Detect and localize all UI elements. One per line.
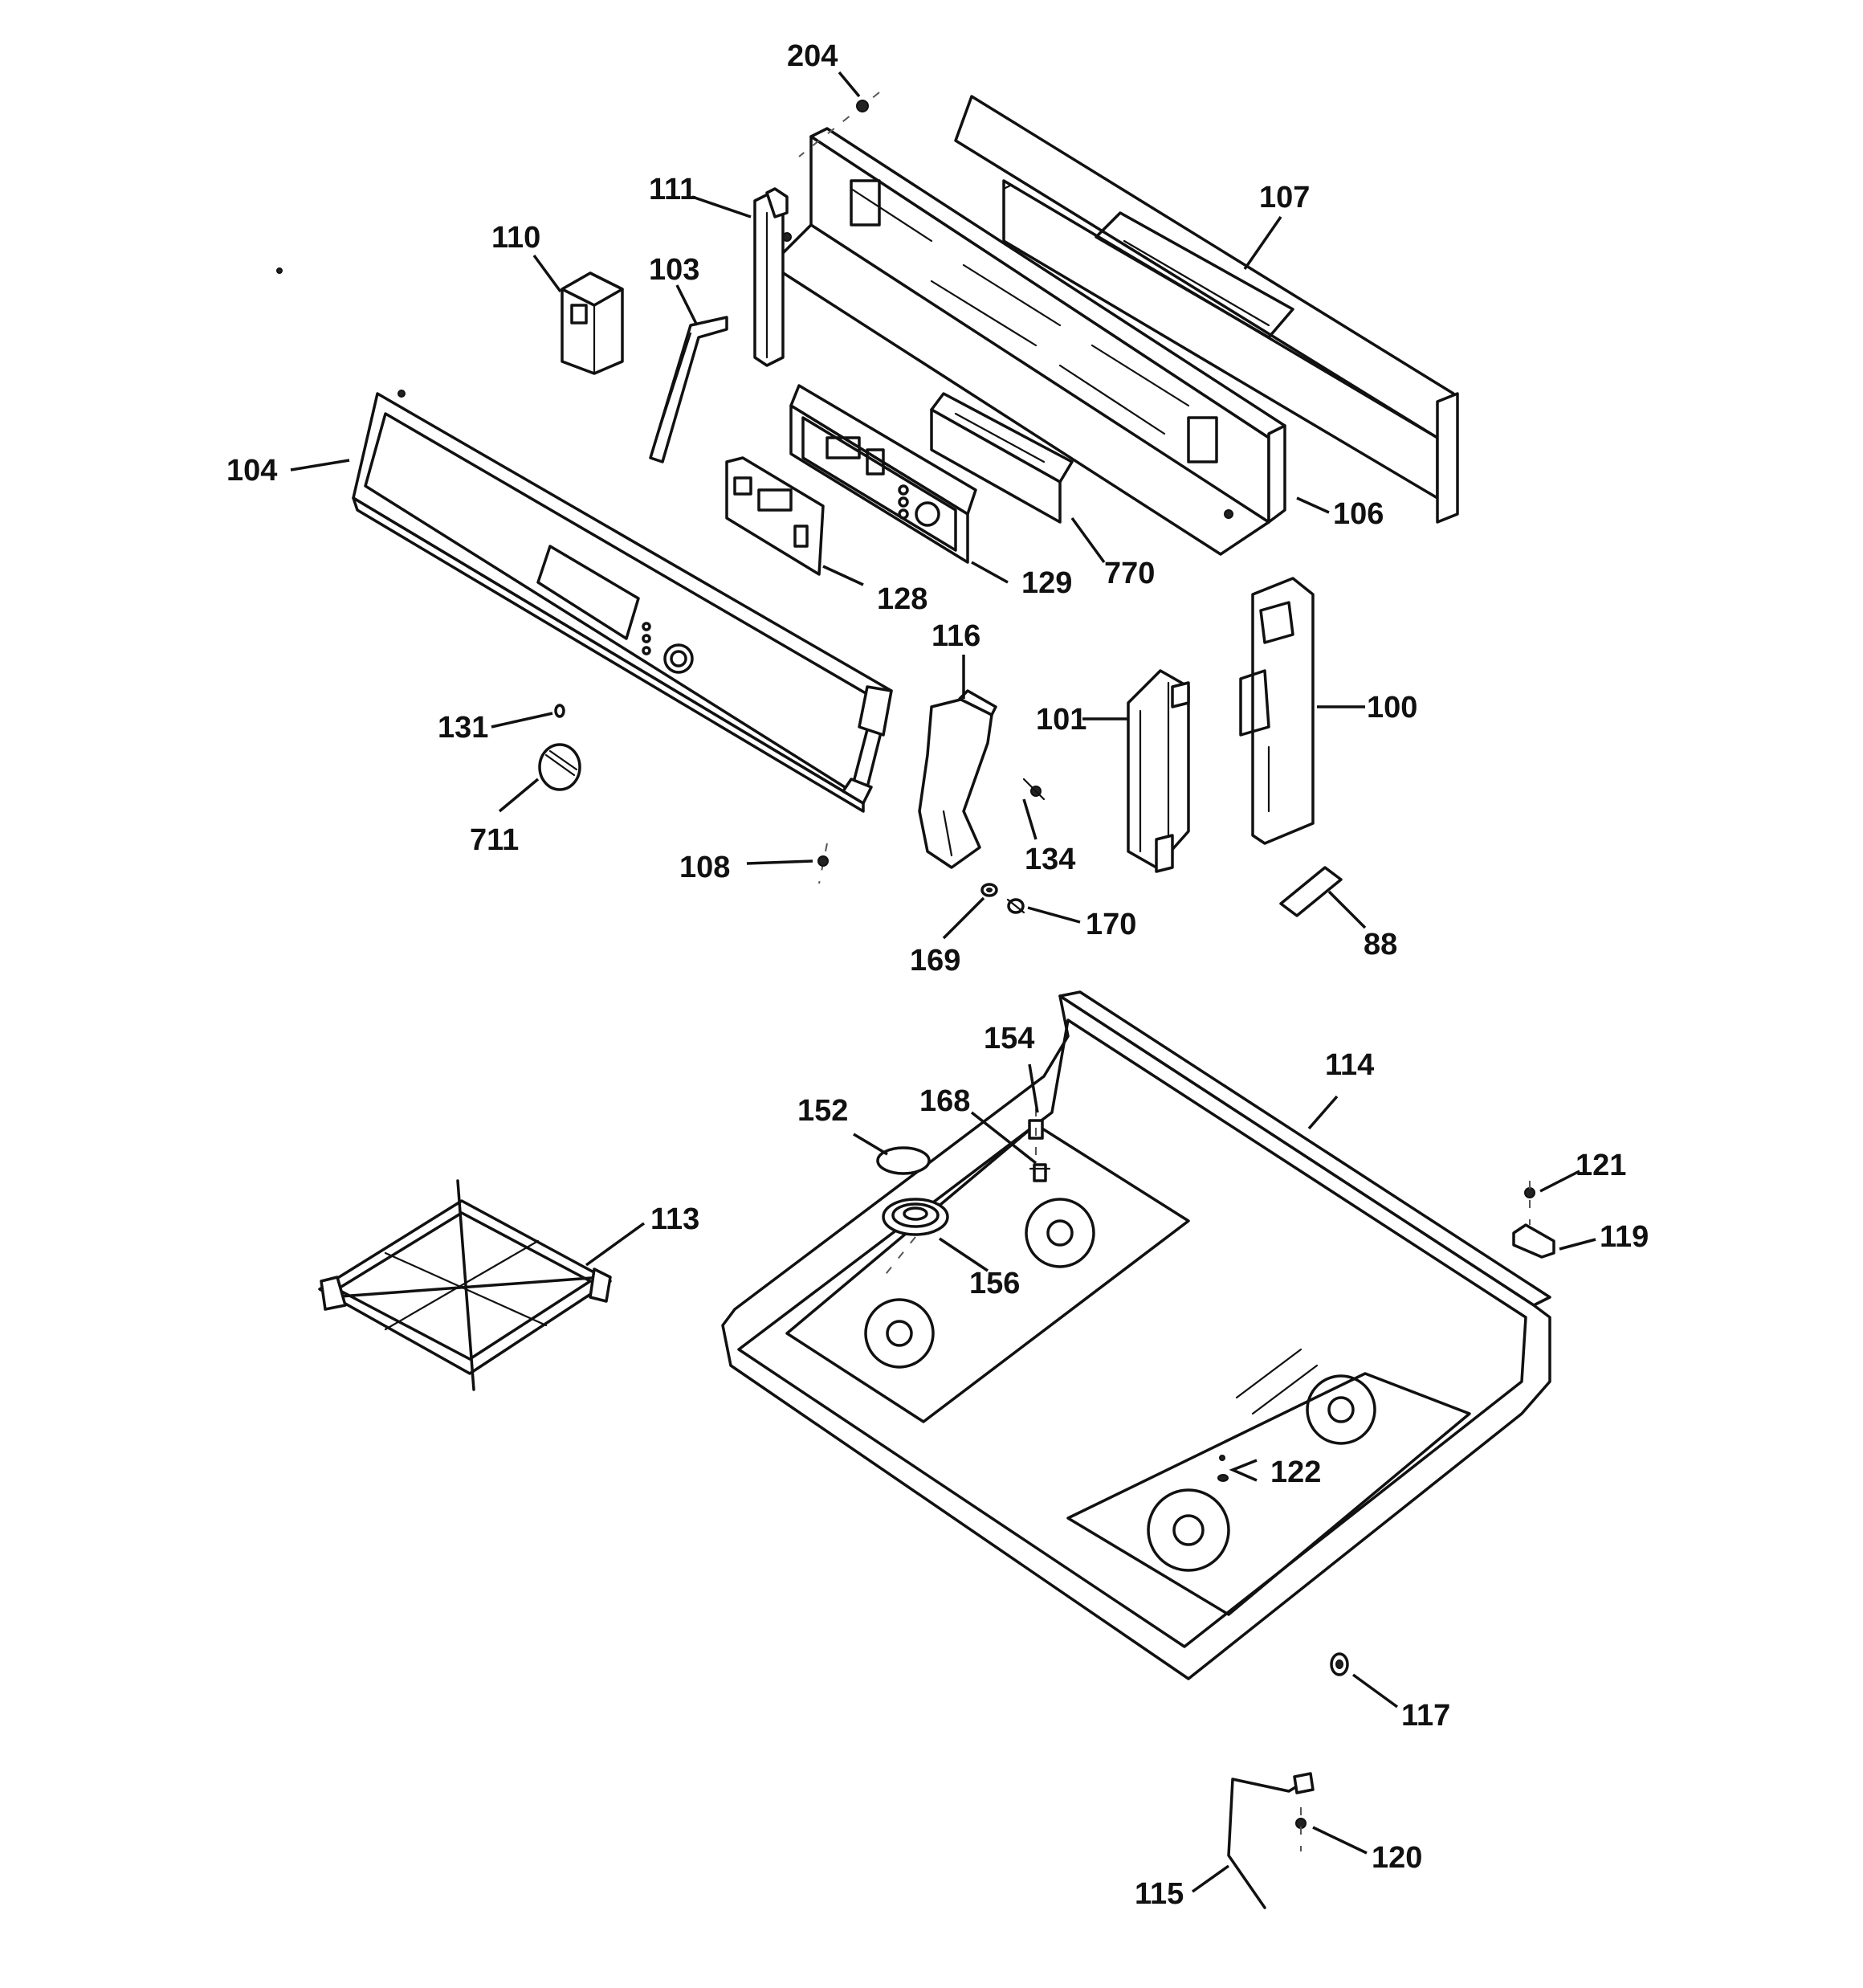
part-114-cooktop (721, 990, 1551, 1680)
callout-131: 131 (438, 711, 488, 745)
callout-169: 169 (910, 944, 960, 978)
part-120-screw (1295, 1807, 1307, 1851)
part-111-bracket (753, 187, 789, 367)
callout-106: 106 (1333, 497, 1384, 531)
part-134-screw (1022, 778, 1046, 801)
part-129-control-board (789, 384, 977, 564)
callout-88: 88 (1364, 928, 1397, 961)
callout-107: 107 (1259, 181, 1310, 214)
callout-111: 111 (649, 173, 696, 206)
callout-116: 116 (932, 619, 980, 653)
part-117-nut (1330, 1652, 1349, 1676)
part-156-burner-head (882, 1198, 949, 1278)
callout-113: 113 (650, 1202, 699, 1236)
callout-770: 770 (1104, 557, 1155, 590)
part-100-side-trim (1239, 577, 1315, 845)
part-113-grate (318, 1179, 612, 1391)
callout-110: 110 (491, 221, 540, 255)
callout-108: 108 (679, 851, 730, 884)
callout-100: 100 (1367, 691, 1417, 725)
callout-122: 122 (1270, 1455, 1321, 1489)
part-170-screw (1006, 898, 1025, 914)
part-122-screws (1217, 1455, 1229, 1482)
callout-152: 152 (797, 1094, 848, 1128)
callout-168: 168 (919, 1084, 970, 1118)
leader-lines (290, 71, 1596, 1893)
callout-119: 119 (1600, 1220, 1649, 1254)
part-711-knob (538, 743, 581, 791)
callout-170: 170 (1086, 908, 1136, 941)
part-88-clip (1279, 866, 1343, 917)
part-101-bracket (1127, 669, 1190, 873)
part-154-orifice (1028, 1108, 1044, 1157)
callout-154: 154 (984, 1022, 1034, 1055)
part-103-strap (649, 316, 728, 463)
part-116-side-bracket (918, 689, 997, 869)
callout-128: 128 (877, 582, 927, 616)
callout-204: 204 (787, 39, 838, 73)
callout-115: 115 (1135, 1877, 1184, 1911)
part-770-harness (930, 392, 1074, 524)
callout-120: 120 (1372, 1841, 1422, 1875)
part-128-overlay (725, 456, 825, 576)
stray-dot (276, 267, 283, 274)
callout-117: 117 (1401, 1699, 1450, 1733)
callout-104: 104 (226, 454, 277, 488)
callout-114: 114 (1325, 1048, 1374, 1082)
callout-labels: 204 107 111 110 103 104 106 129 770 128 … (226, 39, 1649, 1911)
part-110-relay (561, 271, 624, 375)
callout-134: 134 (1025, 843, 1075, 876)
part-106-rear-panel (769, 127, 1286, 556)
part-115-rod (1227, 1772, 1315, 1909)
part-169-washer (980, 883, 998, 897)
part-121-screw (1524, 1181, 1535, 1225)
part-168-screw (1029, 1163, 1051, 1182)
part-107-rear-trim (954, 95, 1459, 524)
callout-103: 103 (649, 253, 699, 287)
callout-121: 121 (1576, 1149, 1626, 1182)
part-119-bracket (1512, 1223, 1555, 1259)
callout-129: 129 (1021, 566, 1072, 600)
part-204-screw (798, 92, 880, 157)
callout-156: 156 (969, 1267, 1020, 1300)
part-108-screw (817, 843, 829, 884)
callout-711: 711 (470, 823, 519, 857)
part-131-screw (554, 704, 565, 718)
part-104-control-panel (352, 390, 893, 813)
callout-101: 101 (1036, 703, 1086, 737)
part-152-burner-cap (876, 1146, 931, 1175)
